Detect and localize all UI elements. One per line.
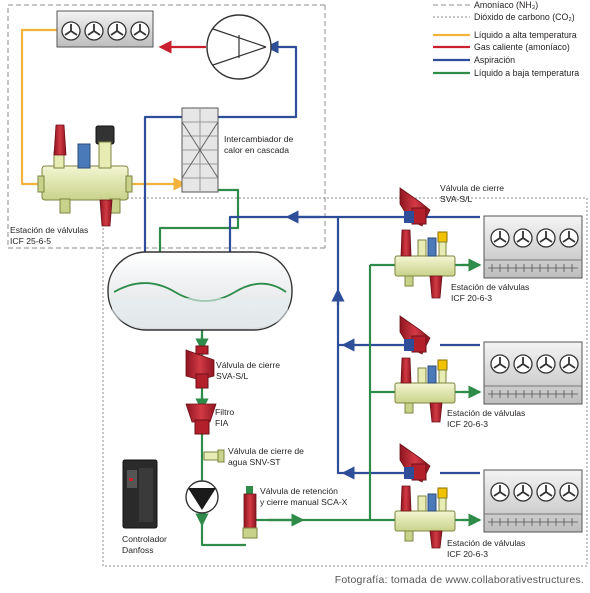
fan-icon <box>513 354 533 374</box>
fan-icon <box>536 354 556 374</box>
controller-icon <box>122 459 158 529</box>
fan-icon <box>490 228 510 248</box>
icf-valve-station-right-3 <box>394 485 456 549</box>
heat-exchanger <box>181 107 219 193</box>
fan-icon <box>559 482 579 502</box>
evaporator-unit-3 <box>483 469 583 533</box>
sva-valve-right-1 <box>399 187 431 227</box>
fan-icon <box>130 21 150 41</box>
sva-valve-right-3 <box>399 443 431 483</box>
legend-high-temp-liquid: Líquido a alta temperatura <box>474 30 577 40</box>
fan-icon <box>559 354 579 374</box>
compressor-icon <box>206 14 272 80</box>
fan-icon <box>61 21 81 41</box>
legend-ammonia: Amoníaco (NH₃) <box>474 0 539 10</box>
icf-valve-station-right-2 <box>394 357 456 423</box>
liquid-receiver-tank <box>107 251 293 331</box>
fan-icon <box>84 21 104 41</box>
pipes <box>20 28 482 547</box>
sca-valve <box>242 486 258 539</box>
pump-icon <box>185 480 219 514</box>
legend-low-temp-liquid: Líquido a baja temperatura <box>474 68 580 78</box>
fan-icon <box>490 482 510 502</box>
sva-valve-main <box>185 345 215 389</box>
fan-icon <box>536 228 556 248</box>
co2-boundary <box>102 197 588 567</box>
legend <box>433 4 470 75</box>
evaporator-unit-1 <box>483 215 583 279</box>
photo-caption: Fotografía: tomada de www.collaboratives… <box>334 574 584 586</box>
condenser-unit <box>56 10 154 48</box>
snv-valve <box>203 449 225 463</box>
legend-suction: Aspiración <box>474 55 516 65</box>
fan-icon <box>107 21 127 41</box>
evaporator-unit-2 <box>483 341 583 405</box>
fan-icon <box>536 482 556 502</box>
fan-icon <box>559 228 579 248</box>
fan-icon <box>513 228 533 248</box>
ammonia-boundary <box>7 4 326 249</box>
sva-valve-right-2 <box>399 315 431 355</box>
icf-valve-station-right-1 <box>394 229 456 299</box>
filter-fia <box>185 403 217 435</box>
legend-hot-gas: Gas caliente (amoníaco) <box>474 42 570 52</box>
fan-icon <box>490 354 510 374</box>
icf-main-valve-station <box>37 124 133 227</box>
fan-icon <box>513 482 533 502</box>
legend-co2: Dióxido de carbono (CO₂) <box>474 12 575 22</box>
